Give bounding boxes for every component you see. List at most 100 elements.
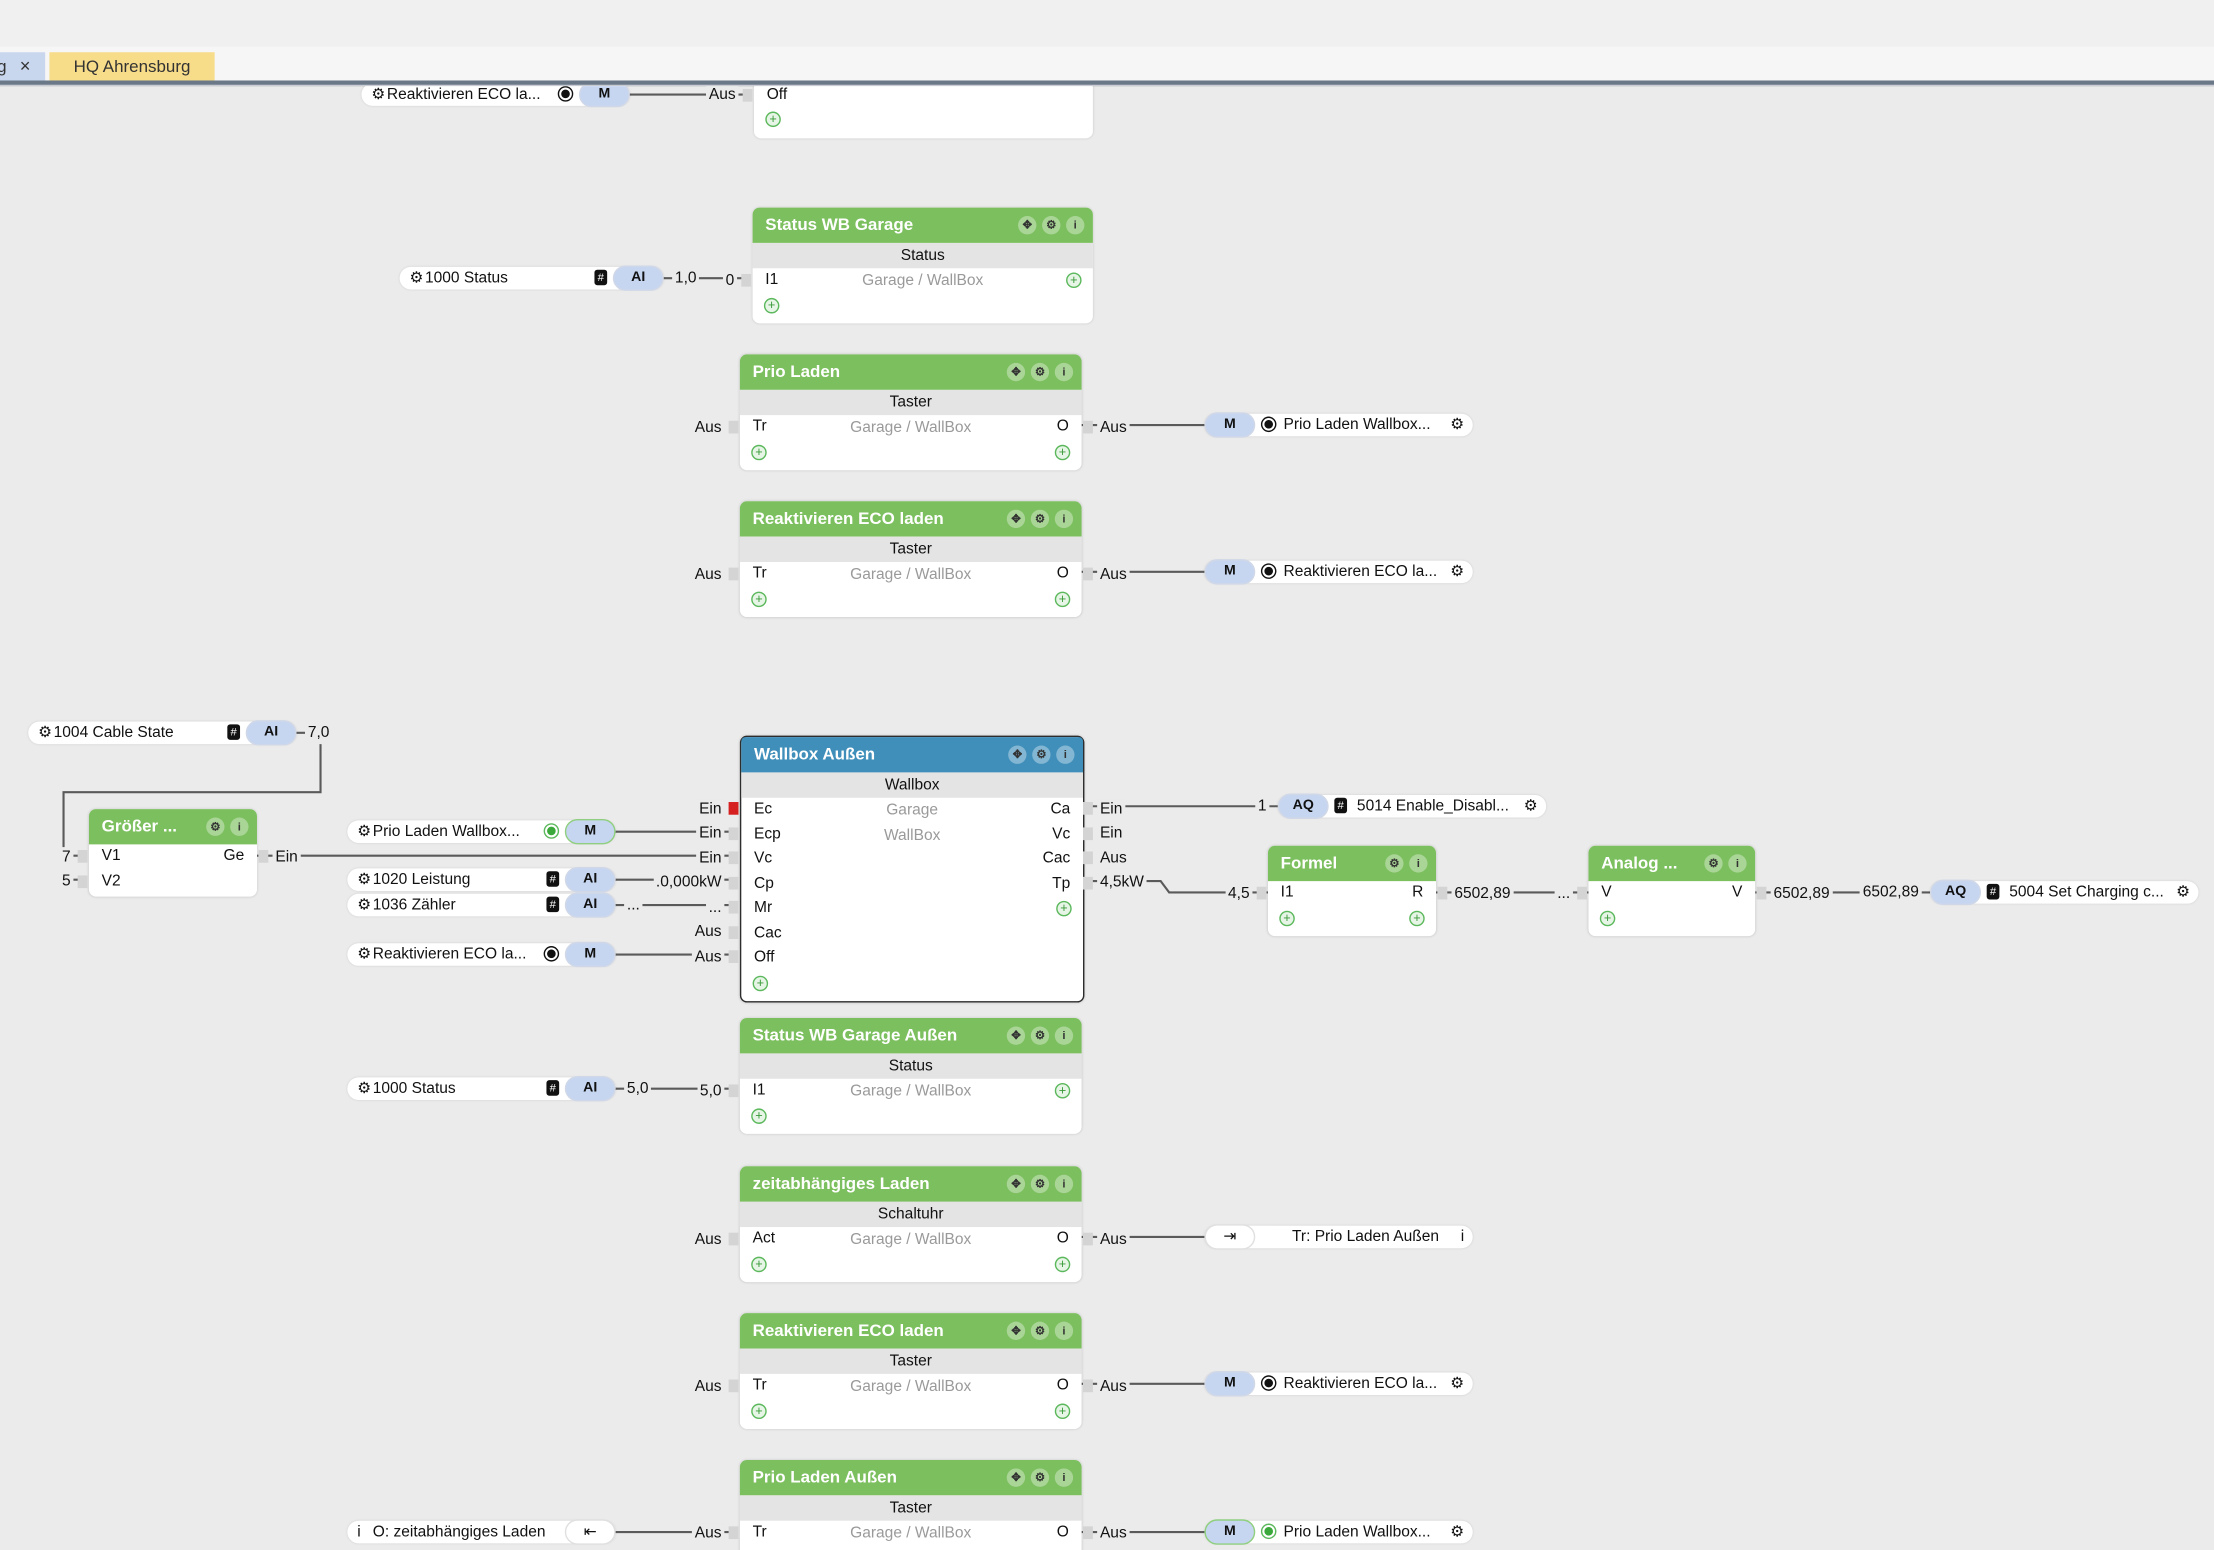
gear-icon[interactable]: ⚙ bbox=[1030, 509, 1050, 529]
add-input-icon[interactable]: + bbox=[751, 1402, 767, 1419]
block-header[interactable]: Reaktivieren ECO laden✥⚙i bbox=[739, 501, 1082, 537]
gear-icon[interactable]: ⚙ bbox=[1030, 1321, 1050, 1340]
input-port[interactable] bbox=[741, 274, 752, 287]
block-header[interactable]: Prio Laden✥⚙i bbox=[739, 354, 1082, 390]
move-icon[interactable]: ✥ bbox=[1006, 1026, 1026, 1045]
input-port[interactable] bbox=[728, 925, 739, 939]
object-tag[interactable]: AI#⚙1004 Cable State bbox=[28, 720, 297, 746]
add-input-icon[interactable]: + bbox=[752, 974, 769, 991]
badge-aq[interactable]: AQ bbox=[1277, 793, 1329, 819]
output-port[interactable] bbox=[258, 850, 269, 864]
output-port[interactable] bbox=[1083, 876, 1093, 890]
move-icon[interactable]: ✥ bbox=[1006, 509, 1026, 529]
info-icon[interactable]: i bbox=[1054, 1174, 1074, 1194]
output-port[interactable] bbox=[1083, 1233, 1093, 1246]
block-header[interactable]: Reaktivieren ECO laden✥⚙i bbox=[739, 1313, 1082, 1349]
block-header[interactable]: Formel⚙i bbox=[1267, 845, 1437, 882]
gear-icon[interactable]: ⚙ bbox=[357, 896, 372, 914]
add-output-icon[interactable]: + bbox=[1054, 590, 1071, 607]
add-input-icon[interactable]: + bbox=[751, 1255, 767, 1272]
input-port[interactable] bbox=[77, 850, 88, 864]
gear-icon[interactable]: ⚙ bbox=[1030, 1174, 1050, 1194]
gear-icon[interactable]: ⚙ bbox=[1450, 1375, 1465, 1393]
object-tag[interactable]: ⇥iiTr: Prio Laden Außen bbox=[1204, 1224, 1473, 1250]
gear-icon[interactable]: ⚙ bbox=[357, 946, 372, 963]
gear-icon[interactable]: ⚙ bbox=[409, 269, 424, 287]
object-tag[interactable]: M⚙Prio Laden Wallbox... bbox=[1204, 1519, 1473, 1545]
gear-icon[interactable]: ⚙ bbox=[1030, 1468, 1050, 1487]
move-icon[interactable]: ✥ bbox=[1006, 1321, 1026, 1340]
block-header[interactable]: zeitabhängiges Laden✥⚙i bbox=[739, 1166, 1082, 1202]
output-port[interactable] bbox=[1437, 887, 1448, 900]
block-header[interactable]: Status WB Garage✥⚙i bbox=[752, 207, 1093, 243]
tab-hq-ahrensburg[interactable]: HQ Ahrensburg bbox=[49, 52, 215, 81]
info-icon[interactable]: i bbox=[1409, 854, 1428, 873]
block-header[interactable]: Wallbox Außen✥⚙i bbox=[741, 737, 1084, 773]
tab-previous[interactable]: g× bbox=[0, 52, 46, 81]
input-port[interactable] bbox=[728, 827, 739, 840]
input-port[interactable] bbox=[728, 802, 739, 816]
badge-m[interactable]: M bbox=[1204, 559, 1256, 585]
gear-icon[interactable]: ⚙ bbox=[1450, 563, 1465, 581]
add-input-icon[interactable]: + bbox=[1599, 910, 1616, 926]
add-input-icon[interactable]: + bbox=[765, 111, 781, 128]
add-input-icon[interactable]: + bbox=[751, 444, 767, 460]
gear-icon[interactable]: ⚙ bbox=[1450, 416, 1465, 434]
close-tab-icon[interactable]: × bbox=[19, 55, 31, 77]
add-output-icon[interactable]: + bbox=[1054, 1083, 1071, 1099]
gear-icon[interactable]: ⚙ bbox=[38, 724, 53, 742]
object-tag[interactable]: M⚙Reaktivieren ECO la... bbox=[347, 941, 616, 968]
input-port[interactable] bbox=[728, 1379, 739, 1393]
add-output-icon[interactable]: + bbox=[1066, 272, 1082, 289]
add-input-icon[interactable]: + bbox=[751, 1107, 767, 1124]
gear-icon[interactable]: ⚙ bbox=[357, 823, 372, 841]
gear-icon[interactable]: ⚙ bbox=[206, 817, 225, 836]
gear-icon[interactable]: ⚙ bbox=[1042, 216, 1061, 235]
block-header[interactable]: Größer ...⚙i bbox=[88, 809, 257, 845]
object-tag[interactable]: AQ#⚙5004 Set Charging c... bbox=[1930, 879, 2199, 906]
info-icon[interactable]: i bbox=[1054, 509, 1074, 529]
gear-icon[interactable]: ⚙ bbox=[1450, 1523, 1465, 1541]
output-port[interactable] bbox=[1083, 1526, 1093, 1540]
input-port[interactable] bbox=[728, 876, 739, 890]
object-tag[interactable]: M⚙Prio Laden Wallbox... bbox=[1204, 412, 1473, 438]
info-icon[interactable]: i bbox=[1066, 216, 1085, 235]
info-icon[interactable]: i bbox=[1056, 745, 1075, 764]
add-output-icon[interactable]: + bbox=[1056, 900, 1072, 917]
add-output-icon[interactable]: + bbox=[1054, 1402, 1071, 1419]
output-port[interactable] bbox=[1083, 802, 1093, 816]
gear-icon[interactable]: ⚙ bbox=[1523, 797, 1538, 815]
function-block[interactable]: Off+ bbox=[754, 86, 1093, 138]
input-port[interactable] bbox=[728, 567, 739, 581]
object-tag[interactable]: M⚙Prio Laden Wallbox... bbox=[347, 818, 616, 845]
badge-m[interactable]: M bbox=[1204, 1519, 1256, 1545]
add-output-icon[interactable]: + bbox=[1054, 1255, 1071, 1272]
move-icon[interactable]: ✥ bbox=[1006, 362, 1026, 382]
login-icon[interactable]: ⇥ bbox=[1204, 1224, 1256, 1250]
object-tag[interactable]: AI#⚙1000 Status bbox=[347, 1075, 616, 1102]
gear-icon[interactable]: ⚙ bbox=[1032, 745, 1051, 764]
input-port[interactable] bbox=[728, 421, 739, 434]
add-input-icon[interactable]: + bbox=[1279, 910, 1295, 926]
object-tag[interactable]: M⚙Reaktivieren ECO la... bbox=[361, 86, 630, 108]
input-port[interactable] bbox=[77, 875, 88, 888]
move-icon[interactable]: ✥ bbox=[1006, 1174, 1026, 1194]
add-output-icon[interactable]: + bbox=[1409, 910, 1425, 926]
object-tag[interactable]: AQ#⚙5014 Enable_Disabl... bbox=[1277, 793, 1547, 819]
info-icon[interactable]: i bbox=[1460, 1228, 1465, 1246]
object-tag[interactable]: M⚙Reaktivieren ECO la... bbox=[1204, 559, 1473, 585]
output-port[interactable] bbox=[1083, 1379, 1093, 1393]
info-icon[interactable]: i bbox=[1054, 362, 1074, 382]
move-icon[interactable]: ✥ bbox=[1018, 216, 1037, 235]
badge-ai[interactable]: AI bbox=[612, 265, 664, 291]
badge-m[interactable]: M bbox=[578, 86, 630, 108]
info-icon[interactable]: i bbox=[1054, 1321, 1074, 1340]
